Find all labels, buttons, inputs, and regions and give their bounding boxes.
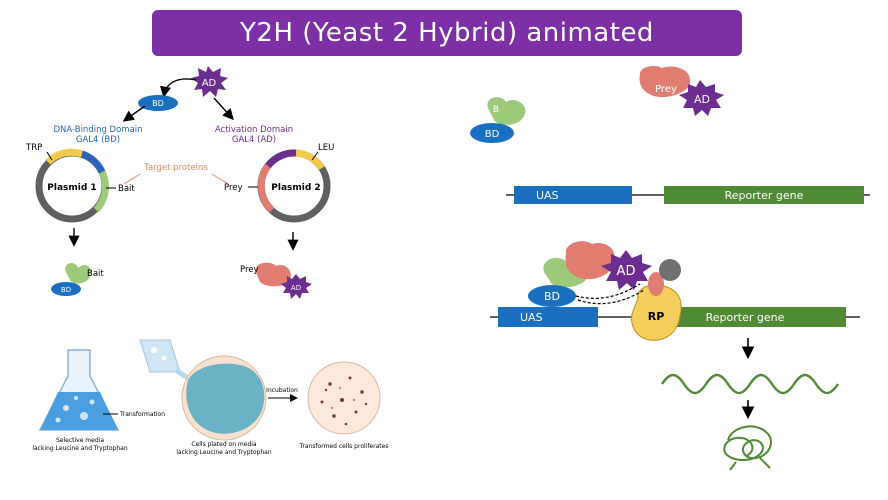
uas-label-bottom: UAS <box>520 311 543 324</box>
transformed-label: Transformed cells proliferates <box>299 443 389 450</box>
selective-media-label-2: lacking Leucine and Tryptophan <box>32 445 128 452</box>
floating-bd-label: BD <box>485 129 500 140</box>
top-bd-label: BD <box>152 99 164 108</box>
ad-bd-link-arrow <box>159 78 197 98</box>
selective-media-label-1: Selective media <box>56 437 104 444</box>
complex-bd-label: BD <box>544 290 560 303</box>
leu-label: LEU <box>318 143 334 153</box>
bait-bd-label: BD <box>61 286 71 294</box>
leu-pointer <box>311 151 319 161</box>
floating-bait-bd: BD B <box>470 97 526 143</box>
transformed-plate <box>307 361 381 435</box>
title-banner: Y2H (Yeast 2 Hybrid) animated <box>152 10 742 56</box>
top-ad-label: AD <box>202 78 217 89</box>
activation-label-2: GAL4 (AD) <box>232 135 276 145</box>
dna-strand-top: UAS Reporter gene <box>506 186 870 204</box>
top-bd-ellipse <box>138 95 178 111</box>
plasmid2-label: Plasmid 2 <box>271 183 320 193</box>
complex-ad-star <box>601 250 652 290</box>
plasmid-2: Plasmid 2 <box>257 149 331 223</box>
plated-cells <box>186 363 265 434</box>
plasmid1-bait-label: Bait <box>118 184 135 194</box>
bait-product-label: Bait <box>87 269 104 279</box>
prey-protein: AD <box>255 262 312 299</box>
trp-label: TRP <box>25 143 42 153</box>
floating-prey-ad: Prey AD <box>639 66 724 116</box>
complex-ad-label: AD <box>617 264 636 279</box>
dna-binding-label-2: GAL4 (BD) <box>76 135 120 145</box>
activation-label-1: Activation Domain <box>215 125 293 135</box>
prey-ad-label: AD <box>291 284 301 292</box>
plasmid1-label: Plasmid 1 <box>47 183 96 193</box>
selective-media-flask <box>38 349 120 431</box>
incubation-label: Incubation <box>266 387 298 394</box>
reporter-label-top: Reporter gene <box>725 189 804 202</box>
reporter-label-bottom: Reporter gene <box>706 311 785 324</box>
complex-prey <box>565 241 615 280</box>
uas-box-top <box>514 186 632 204</box>
floating-prey-label: Prey <box>655 84 677 95</box>
arrow-to-plasmid2 <box>213 97 234 121</box>
plasmid-1: Plasmid 1 <box>35 148 109 223</box>
rp-label: RP <box>648 310 665 323</box>
floating-ad-label: AD <box>694 93 710 106</box>
top-ad-star: AD <box>191 66 228 97</box>
target-arrow-left <box>123 173 141 185</box>
folded-protein <box>723 425 772 471</box>
reporter-box-bottom <box>664 307 846 327</box>
mrna-wave <box>661 373 839 395</box>
cells-plated-label-2: lacking Leucine and Tryptophan <box>176 449 272 456</box>
pink-connector <box>648 272 664 296</box>
bait-protein: BD <box>51 263 91 296</box>
complex-bd <box>528 285 576 307</box>
transformation-label: Transformation <box>119 411 165 418</box>
plasmid2-prey-label: Prey <box>224 183 243 193</box>
dna-binding-label-1: DNA-Binding Domain <box>53 125 142 135</box>
prey-product-label: Prey <box>240 265 259 275</box>
uas-box-bottom <box>498 307 598 327</box>
floating-b-label: B <box>493 105 499 115</box>
target-proteins-label: Target proteins <box>143 163 208 173</box>
uas-label-top: UAS <box>536 189 559 202</box>
target-arrow-right <box>211 173 229 185</box>
interaction-dash-2 <box>577 289 645 305</box>
page-title: Y2H (Yeast 2 Hybrid) animated <box>240 18 654 48</box>
arrow-to-plasmid1 <box>122 105 146 122</box>
cells-plated-label-1: Cells plated on media <box>191 441 257 448</box>
reporter-box-top <box>664 186 864 204</box>
interaction-dash-1 <box>575 283 641 299</box>
trp-pointer <box>46 151 53 161</box>
grey-ball <box>659 259 681 281</box>
dna-strand-bottom: UAS Reporter gene <box>490 307 860 327</box>
